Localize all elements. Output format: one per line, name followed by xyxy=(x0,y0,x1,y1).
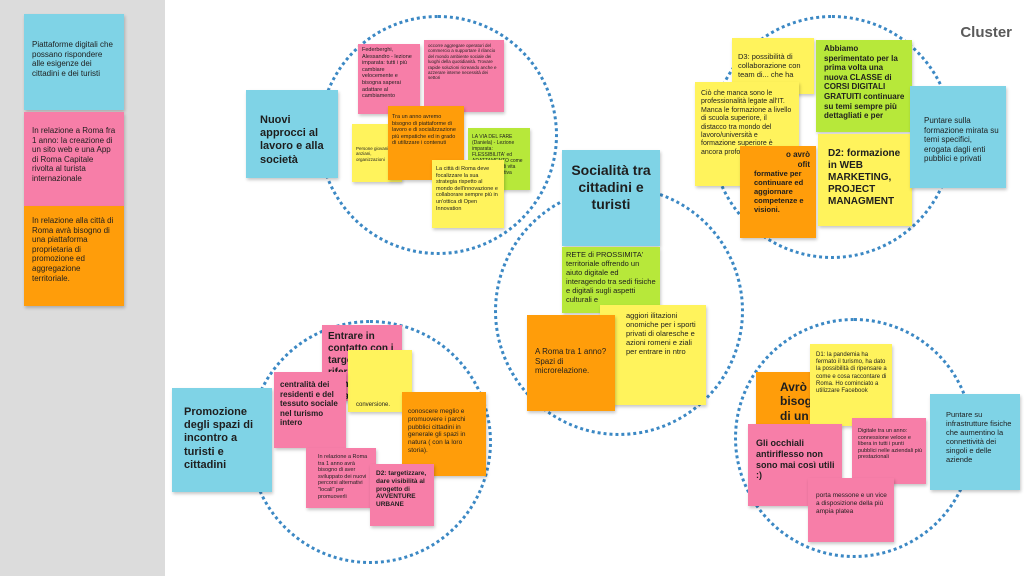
note-conversion[interactable]: conversione. xyxy=(348,350,412,412)
note-alternative-paths[interactable]: In relazione a Roma tra 1 anno avrà biso… xyxy=(306,448,376,508)
note-free-digital-courses[interactable]: Abbiamo sperimentato per la prima volta … xyxy=(816,40,912,132)
sidebar-note-proprietary-platform[interactable]: In relazione alla città di Roma avrà bis… xyxy=(24,206,124,306)
note-physical-infrastructure[interactable]: Puntare su infrastrutture fisiche che au… xyxy=(930,394,1020,490)
sidebar-note-platforms[interactable]: Piattaforme digitali che possano rispond… xyxy=(24,14,124,110)
note-public-parks[interactable]: conoscere meglio e promuovere i parchi p… xyxy=(402,392,486,476)
cluster-title-new-approaches[interactable]: Nuovi approcci al lavoro e alla società xyxy=(246,90,338,178)
note-federberghi[interactable]: Federberghi, Alessandro - lezione impara… xyxy=(358,44,420,114)
page-title: Cluster xyxy=(960,24,1012,41)
note-d2-urban-adventures[interactable]: D2: targetizzare, dare visibilità al pro… xyxy=(370,464,434,526)
note-will-need-label-2: ofit xyxy=(797,159,810,169)
note-will-need-training[interactable]: o avrò ofit formative per continuare ed … xyxy=(740,146,816,238)
note-digital-connection[interactable]: Digitale tra un anno: connessione veloce… xyxy=(852,418,926,484)
note-targeted-training[interactable]: Puntare sulla formazione mirata su temi … xyxy=(910,86,1006,188)
cluster-title-sociality[interactable]: Socialità tra cittadini e turisti xyxy=(562,150,660,246)
note-micro-relation-spaces[interactable]: A Roma tra 1 anno? Spazi di microrelazio… xyxy=(527,315,615,411)
note-d2-web-marketing[interactable]: D2: formazione in WEB MARKETING, PROJECT… xyxy=(818,134,912,226)
cluster-title-promotion-spaces[interactable]: Promozione degli spazi di incontro a tur… xyxy=(172,388,272,492)
note-residents-centrality[interactable]: centralità dei residenti e del tessuto s… xyxy=(274,372,346,448)
note-wider-audience[interactable]: porta messone e un vice a disposizione d… xyxy=(808,478,894,542)
note-proximity-network[interactable]: RETE di PROSSIMITA' territoriale offrend… xyxy=(562,247,660,313)
note-anti-glare-glasses[interactable]: Gli occhiali antiriflesso non sono mai c… xyxy=(748,424,842,506)
sidebar-note-website-app[interactable]: In relazione a Roma fra 1 anno: la creaz… xyxy=(24,112,124,206)
note-facilitations[interactable]: aggiori ilitazioni onomiche per i sporti… xyxy=(600,305,706,405)
note-aggregate-operators[interactable]: occorre aggregare operatori del commerci… xyxy=(424,40,504,112)
note-d1-pandemic[interactable]: D1: la pandemia ha fermato il turismo, h… xyxy=(810,344,892,426)
note-will-need-body: formative per continuare ed aggiornare c… xyxy=(754,169,804,215)
note-rome-open-innovation[interactable]: La città di Roma deve focalizzare la sua… xyxy=(432,160,504,228)
note-will-need-label: o avrò xyxy=(785,150,810,159)
